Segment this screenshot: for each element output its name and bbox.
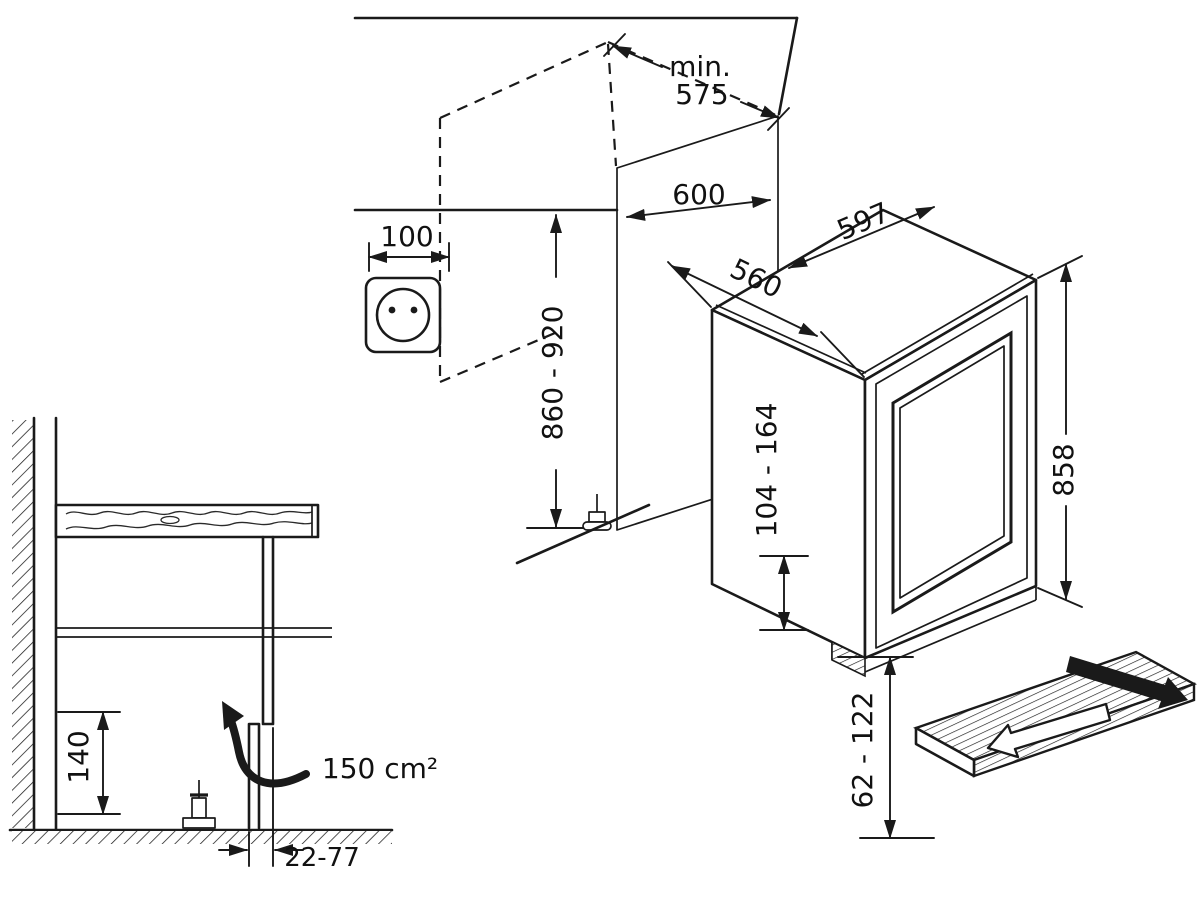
plinth-recess-depth-value: 22-77 [284, 843, 360, 873]
niche-width-value: 600 [672, 178, 725, 211]
door-inner-frame [875, 295, 1028, 649]
floor-hatching [12, 831, 392, 844]
niche-height-value: 860 - 920 [536, 306, 569, 441]
cross-section-view: 150 cm² 140 22-77 [8, 416, 438, 873]
niche-depth-edge-dashed [607, 40, 779, 118]
front-panel-section [261, 535, 275, 726]
dim-niche-width: 600 [626, 178, 771, 221]
dim-appliance-height: 858 [1037, 255, 1083, 608]
niche-floor-line [515, 503, 651, 565]
grille-end-cap [914, 726, 976, 778]
base-vent-grille [831, 640, 866, 678]
socket-outlet-icon [364, 276, 442, 354]
dim-base-recess-height: 104 - 164 [750, 403, 809, 631]
cabinet-rail-lines [56, 627, 332, 638]
appliance-top-seam-front [861, 273, 1034, 375]
wall-hatching [12, 420, 34, 828]
niche-depth-min-label: min. [669, 50, 731, 83]
vent-cross-section-value: 150 cm² [322, 752, 438, 785]
niche-view: min. 575 600 860 - 920 100 [353, 16, 799, 565]
dim-vent-clearance: 62 - 122 [837, 656, 935, 839]
door-glass-pane [899, 345, 1005, 599]
plinth-air-height-value: 140 [62, 730, 95, 783]
dim-plinth-recess-depth: 22-77 [218, 727, 360, 873]
airflow-out-arrow [1066, 656, 1188, 709]
door-glass-frame [891, 330, 1013, 615]
appliance-height-value: 858 [1047, 443, 1080, 496]
niche-top-edge-dashed [439, 40, 609, 120]
socket-offset-value: 100 [380, 220, 433, 253]
airflow-in-arrow [986, 702, 1112, 759]
wall-corner-line [777, 16, 799, 116]
dim-niche-depth: min. 575 [603, 33, 790, 131]
base-recess-height-value: 104 - 164 [750, 403, 783, 538]
airflow-curve-arrow [222, 701, 310, 788]
niche-depth-value: 575 [675, 78, 728, 111]
appliance-3d-view: 597 560 104 - 164 858 62 [667, 196, 1083, 839]
dim-plinth-air-height: 140 [57, 711, 121, 815]
vent-clearance-value: 62 - 122 [846, 692, 879, 809]
niche-bottom-edge-dashed [439, 328, 563, 384]
niche-back-corner-dashed [606, 43, 618, 167]
countertop-section [54, 503, 320, 539]
plinth-grille-view [913, 650, 1197, 778]
dim-niche-height: 860 - 920 [526, 214, 586, 529]
dim-socket-offset: 100 [368, 220, 450, 272]
section-levelling-foot [182, 780, 216, 829]
